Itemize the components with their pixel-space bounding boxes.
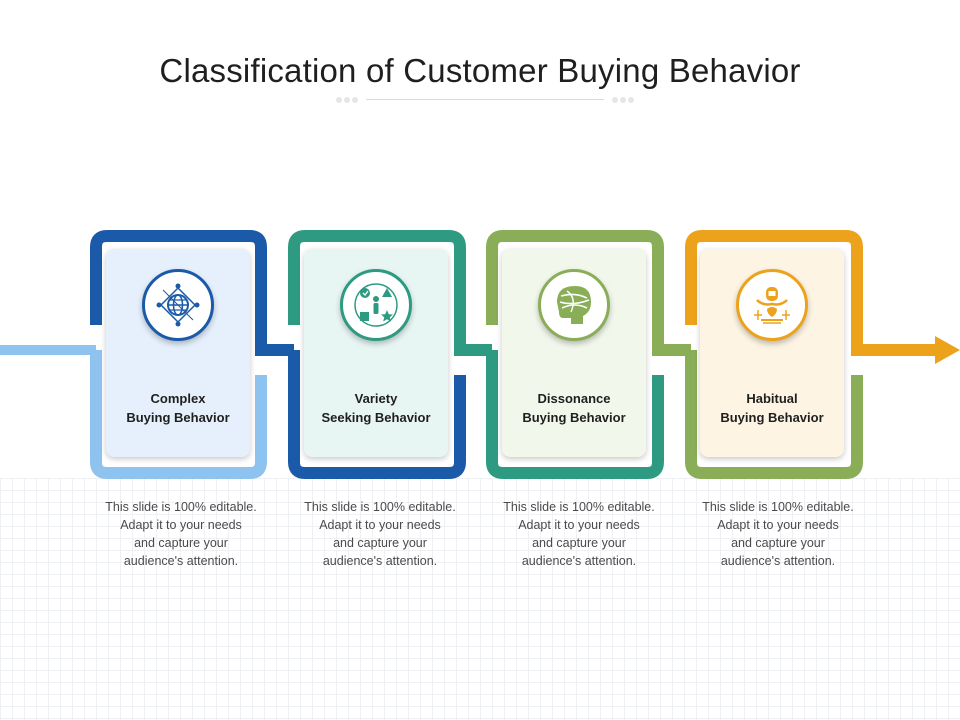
step-description: This slide is 100% editable. Adapt it to… (304, 500, 456, 568)
frame-3-top (486, 230, 691, 356)
frame-4-bottom (685, 350, 863, 479)
frame-4-top (685, 230, 935, 356)
frame-2-top (288, 230, 492, 356)
globe-network-icon (142, 269, 214, 341)
habit-person-icon (736, 269, 808, 341)
step-label: Habitual Buying Behavior (720, 391, 824, 425)
title-divider (336, 95, 634, 105)
step-description: This slide is 100% editable. Adapt it to… (503, 500, 655, 568)
frame-1-top (90, 230, 294, 356)
card-habitual-buying: Habitual Buying Behavior (700, 249, 844, 457)
frame-3-bottom (486, 350, 664, 479)
card-complex-buying: Complex Buying Behavior (106, 249, 250, 457)
frame-1-bottom (90, 350, 267, 479)
card-dissonance-buying: Dissonance Buying Behavior (502, 249, 646, 457)
step-label: Dissonance Buying Behavior (522, 391, 626, 425)
step-description: This slide is 100% editable. Adapt it to… (105, 500, 257, 568)
flow-arrow-head (935, 336, 960, 364)
frame-2-bottom (288, 350, 466, 479)
page-title: Classification of Customer Buying Behavi… (159, 52, 801, 89)
step-label: Variety Seeking Behavior (321, 391, 431, 425)
grid-background (0, 478, 960, 720)
person-choices-icon (340, 269, 412, 341)
step-label: Complex Buying Behavior (126, 391, 230, 425)
card-variety-seeking: Variety Seeking Behavior (304, 249, 448, 457)
tangled-head-icon (538, 269, 610, 341)
step-description: This slide is 100% editable. Adapt it to… (702, 500, 854, 568)
